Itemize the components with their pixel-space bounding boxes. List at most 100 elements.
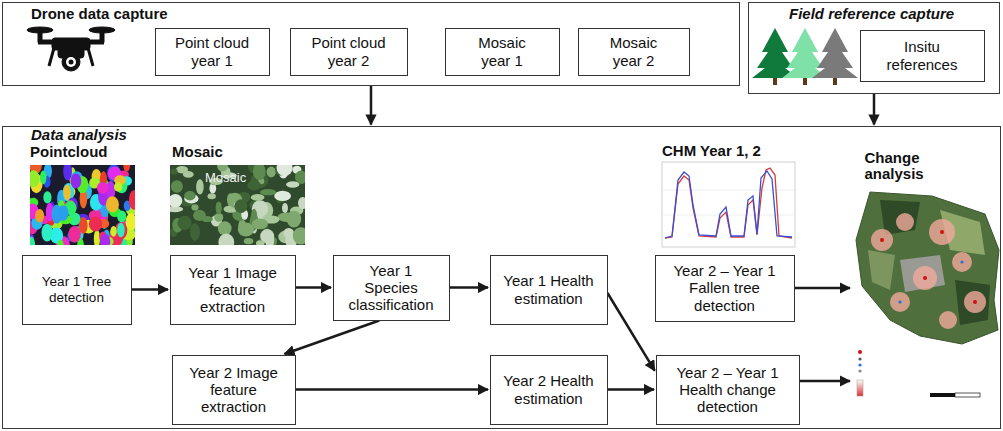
- tree-crown: [234, 199, 247, 213]
- image-ground: [30, 165, 135, 245]
- tree-dot: [973, 300, 977, 304]
- crown-cluster: [123, 165, 130, 172]
- map-legend-symbol: [858, 369, 861, 372]
- camera-lens: [66, 57, 76, 67]
- tree-crown: [293, 227, 305, 244]
- process-box: Year 2 Health estimation: [490, 355, 608, 425]
- box-label: Year 2 – Year 1 Health change detection: [670, 364, 786, 416]
- group-heading: Field reference capture: [789, 6, 954, 22]
- tree-crown: [277, 165, 293, 176]
- group-heading: Data analysis: [31, 127, 127, 143]
- built-patch: [900, 255, 945, 292]
- crown-cluster: [129, 190, 135, 209]
- crown-cluster: [58, 205, 69, 221]
- map-area: [856, 192, 999, 344]
- tree-dot: [880, 238, 884, 242]
- crown-cluster: [114, 182, 122, 191]
- drone-leg: [49, 48, 54, 66]
- drone-icon: [27, 27, 115, 71]
- crown-cluster: [30, 237, 35, 245]
- image-label: Mosaic: [205, 170, 246, 186]
- map-legend-symbol: [858, 363, 861, 366]
- tree-crown: [256, 240, 264, 245]
- box-label: Point cloud year 2: [304, 34, 394, 69]
- tree-crown: [191, 204, 198, 210]
- process-box: Mosaic year 2: [578, 28, 690, 76]
- process-box: Year 2 – Year 1 Fallen tree detection: [655, 255, 795, 322]
- tree-crown: [238, 223, 254, 237]
- flow-arrow: [873, 94, 876, 125]
- map-legend-symbol: [858, 350, 862, 354]
- group-heading: Drone data capture: [31, 6, 168, 22]
- box-label: Insitu references: [880, 38, 965, 73]
- scale-bar: [955, 393, 980, 397]
- flow-arrow: [132, 288, 169, 291]
- crown-cluster: [35, 209, 44, 222]
- crown-cluster: [63, 165, 72, 181]
- trees-icon: [752, 28, 858, 85]
- point-cloud-crowns: [30, 165, 135, 245]
- density-spot: [913, 266, 937, 290]
- density-spot: [939, 311, 957, 329]
- grid-line: [662, 190, 795, 191]
- crown-cluster: [97, 182, 109, 194]
- chm-line-year2: [665, 168, 792, 238]
- density-spot: [964, 291, 986, 313]
- process-box: Insitu references: [860, 30, 985, 82]
- tree-crown: [252, 219, 268, 230]
- tree-crown: [253, 165, 266, 180]
- crown-cluster: [42, 224, 53, 242]
- tree-crown: [244, 238, 254, 244]
- box-label: Year 1 Tree detection: [25, 274, 129, 305]
- tree-crown: [218, 233, 234, 245]
- tree-crown: [201, 216, 213, 222]
- drone-leg: [88, 48, 93, 66]
- image-label: Pointcloud: [30, 144, 108, 160]
- tree-crown: [298, 197, 305, 209]
- forest-patch: [955, 280, 990, 325]
- box-label: Mosaic year 2: [599, 34, 669, 69]
- box-label: Year 1 Health estimation: [499, 272, 599, 307]
- chart-frame: [662, 162, 795, 247]
- process-box: Point cloud year 1: [155, 28, 270, 76]
- crown-cluster: [89, 216, 102, 231]
- tree-crown: [274, 191, 291, 201]
- flow-arrow: [795, 287, 851, 290]
- density-spot: [896, 213, 914, 231]
- chm-chart: [662, 162, 795, 247]
- image-label: Mosaic: [172, 144, 223, 160]
- pointcloud-image: [30, 165, 135, 245]
- tree-dot: [940, 230, 944, 234]
- process-box: Year 1 Health estimation: [490, 255, 608, 325]
- crown-cluster: [117, 223, 125, 238]
- tree-crown: [286, 181, 299, 187]
- flow-arrow: [800, 380, 851, 383]
- crown-cluster: [68, 226, 80, 243]
- group-panel: Field reference captureInsitu references: [748, 2, 1000, 94]
- result-group: Change analysis: [852, 150, 1000, 408]
- tree-crown: [170, 168, 177, 174]
- density-spot: [952, 252, 972, 272]
- flow-arrow: [450, 286, 489, 289]
- image-ground: [170, 165, 305, 245]
- tree-crown: [282, 203, 288, 213]
- crown-cluster: [30, 170, 40, 187]
- process-box: Year 2 Image feature extraction: [172, 355, 296, 425]
- box-label: Mosaic year 1: [467, 34, 537, 69]
- box-label: Year 2 Image feature extraction: [184, 364, 284, 416]
- tree-dot: [923, 276, 927, 280]
- group-heading: Change analysis: [865, 150, 960, 182]
- crown-cluster: [100, 234, 110, 245]
- change-map: [856, 192, 999, 397]
- process-box: Year 1 Image feature extraction: [170, 255, 296, 325]
- tree-crown: [283, 228, 294, 238]
- tree-crown: [287, 210, 302, 227]
- flow-arrow: [608, 388, 655, 391]
- field-patch: [868, 250, 895, 290]
- crown-cluster: [43, 191, 51, 203]
- image-label: CHM Year 1, 2: [662, 143, 761, 159]
- camera-lens: [69, 60, 74, 65]
- crown-cluster: [71, 174, 82, 189]
- crown-cluster: [57, 240, 63, 245]
- box-label: Year 1 Image feature extraction: [183, 264, 283, 316]
